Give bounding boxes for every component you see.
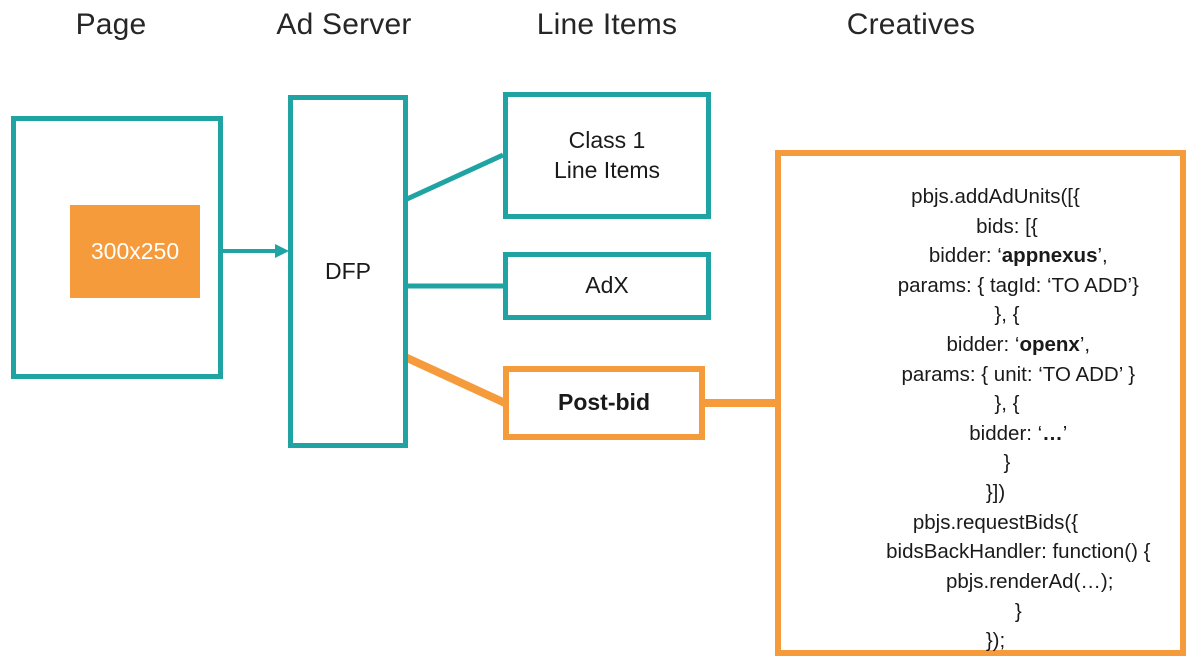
code-line: bidder: ‘…’	[969, 421, 1068, 445]
connector-dfp-to-postbid	[403, 353, 507, 407]
code-line: bidder: ‘openx’,	[946, 333, 1091, 357]
code-line: });	[985, 629, 1006, 653]
post-bid-box[interactable]: Post-bid	[503, 366, 705, 440]
creative-300x250-block[interactable]: 300x250	[70, 205, 200, 298]
adx-label: AdX	[585, 272, 629, 299]
adx-box[interactable]: AdX	[503, 252, 711, 320]
column-header-page: Page	[75, 8, 147, 41]
code-line: params: { tagId: ‘TO ADD’}	[897, 273, 1139, 297]
code-line: }])	[985, 481, 1006, 505]
code-line: pbjs.requestBids({	[912, 510, 1079, 534]
code-line: bids: [{	[976, 214, 1038, 238]
column-header-line-items: Line Items	[536, 8, 678, 41]
column-header-ad-server: Ad Server	[276, 8, 412, 41]
code-line: }	[1003, 451, 1011, 475]
creatives-code-box[interactable]: pbjs.addAdUnits([{ bids: [{ bidder: ‘app…	[775, 150, 1186, 656]
post-bid-label: Post-bid	[558, 389, 650, 416]
code-line: }, {	[994, 303, 1020, 327]
code-line: }	[1014, 599, 1022, 623]
code-line: pbjs.renderAd(…);	[945, 569, 1114, 593]
prebid-code-snippet: pbjs.addAdUnits([{ bids: [{ bidder: ‘app…	[811, 182, 1180, 656]
dfp-box[interactable]: DFP	[288, 95, 408, 448]
code-line: bidsBackHandler: function() {	[886, 540, 1151, 564]
creative-300x250-label: 300x250	[90, 238, 180, 264]
code-line: pbjs.addAdUnits([{	[911, 185, 1080, 208]
column-header-creatives: Creatives	[846, 8, 976, 41]
code-line: }, {	[994, 392, 1020, 416]
code-line: bidder: ‘appnexus’,	[928, 244, 1108, 268]
connector-dfp-to-class1	[405, 152, 505, 202]
code-line: params: { unit: ‘TO ADD’ }	[901, 362, 1136, 386]
dfp-label: DFP	[325, 257, 371, 284]
